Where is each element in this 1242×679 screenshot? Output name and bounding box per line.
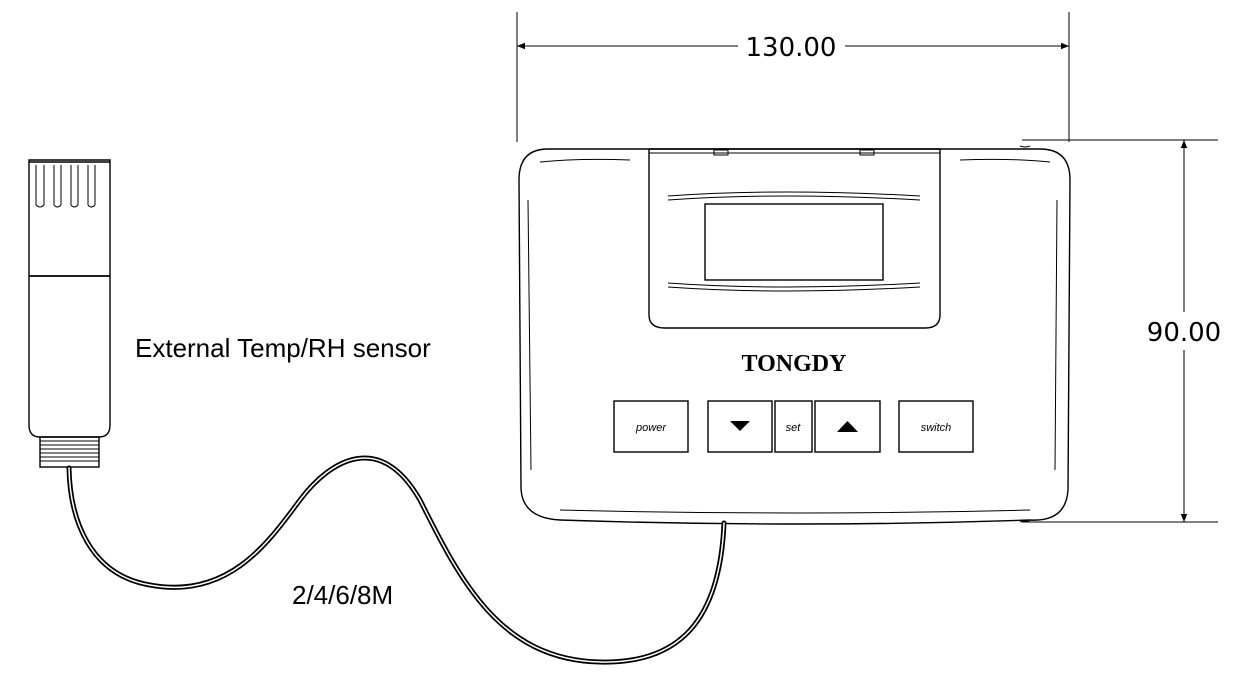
cable-inner <box>68 457 725 663</box>
housing-highlight-bottom <box>559 509 1031 514</box>
display-upper-curve-1 <box>667 191 921 197</box>
set-button-frame[interactable] <box>774 400 813 453</box>
height-dimension: 90.00 <box>1022 139 1221 523</box>
power-button-label: power <box>635 422 667 434</box>
housing-highlight-left <box>527 199 532 471</box>
display-clip-left <box>713 149 729 156</box>
housing-highlight-top-left <box>539 158 631 163</box>
height-dimension-value: 90.00 <box>1147 318 1221 348</box>
width-dimension: 130.00 <box>516 12 1070 142</box>
sensor-body <box>28 276 111 438</box>
triangle-down-icon <box>730 421 750 431</box>
up-button[interactable] <box>814 400 881 453</box>
up-button-frame[interactable] <box>814 400 881 453</box>
power-button[interactable]: power <box>613 400 689 453</box>
down-button-frame[interactable] <box>707 400 773 453</box>
cable-outer <box>66 455 727 665</box>
housing-outline <box>518 148 1071 525</box>
sensor-vent-slot-ends <box>35 204 96 208</box>
set-button-label: set <box>786 422 802 434</box>
switch-button[interactable]: switch <box>898 400 974 453</box>
display-clip-right <box>859 149 875 156</box>
display-upper-curve-2 <box>667 195 921 201</box>
display-lower-curve-1 <box>667 282 921 288</box>
width-dimension-value: 130.00 <box>746 33 837 63</box>
housing-tick-top <box>1019 145 1031 148</box>
button-row: power set switch <box>613 400 974 453</box>
power-button-frame[interactable] <box>613 400 689 453</box>
sensor-vent-slots <box>35 165 96 205</box>
sensor-thread-lines <box>40 440 99 462</box>
temp-rh-sensor-probe <box>28 159 111 468</box>
down-button[interactable] <box>707 400 773 453</box>
housing-tick-bottom <box>1019 520 1031 523</box>
cable-length-label: 2/4/6/8M <box>292 580 393 610</box>
switch-button-frame[interactable] <box>898 400 974 453</box>
lcd-display <box>648 148 941 329</box>
display-lower-curve-2 <box>667 286 921 292</box>
housing-highlight-right <box>1054 199 1058 471</box>
sensor-label: External Temp/RH sensor <box>135 333 431 363</box>
sensor-cap <box>28 159 111 277</box>
set-button[interactable]: set <box>774 400 813 453</box>
device-housing <box>518 145 1071 525</box>
display-screen <box>704 203 884 281</box>
housing-highlight-top-right <box>959 158 1051 163</box>
switch-button-label: switch <box>921 422 952 434</box>
sensor-cable <box>66 455 727 665</box>
display-bezel <box>648 149 941 329</box>
triangle-up-icon <box>837 421 858 432</box>
brand-logo-text: TONGDY <box>742 351 847 377</box>
